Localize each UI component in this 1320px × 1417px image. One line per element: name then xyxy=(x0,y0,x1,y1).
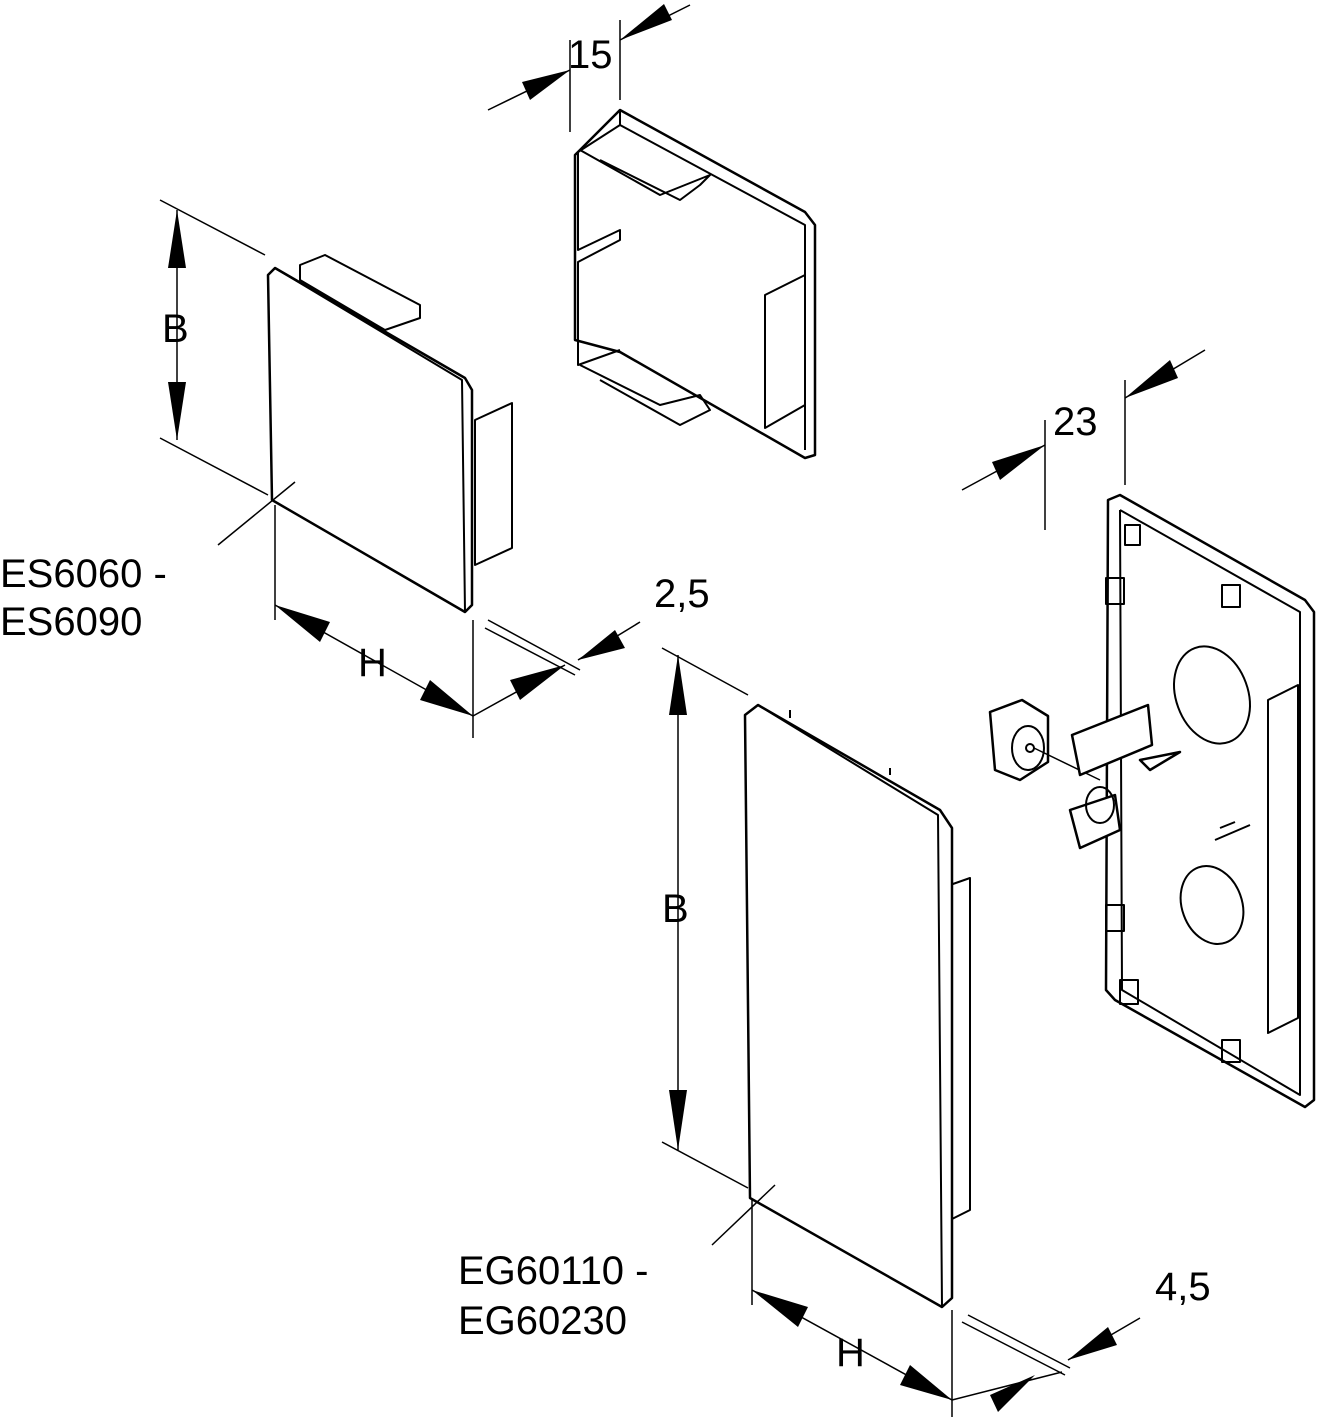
bottom-width-label: H xyxy=(836,1331,865,1375)
right-depth-label: 23 xyxy=(1053,400,1098,444)
left-thickness-label: 2,5 xyxy=(654,572,710,616)
left-width-label: H xyxy=(358,641,387,685)
right-back-plate xyxy=(988,493,1316,1109)
dimension-lines xyxy=(159,4,1206,1417)
left-end-cap-es xyxy=(266,254,513,614)
left-model-range-line2: ES6090 xyxy=(0,600,142,644)
bottom-end-cap-eg xyxy=(743,703,971,1309)
bottom-model-range-line2: EG60230 xyxy=(458,1299,627,1343)
top-depth-label: 15 xyxy=(568,33,613,77)
top-end-cap-open-view xyxy=(573,108,817,460)
bottom-model-range-line1: EG60110 - xyxy=(458,1249,649,1293)
left-model-range-line1: ES6060 - xyxy=(0,552,167,596)
bottom-height-label: B xyxy=(662,887,689,931)
bottom-thickness-label: 4,5 xyxy=(1155,1265,1211,1309)
left-height-label: B xyxy=(162,307,189,351)
